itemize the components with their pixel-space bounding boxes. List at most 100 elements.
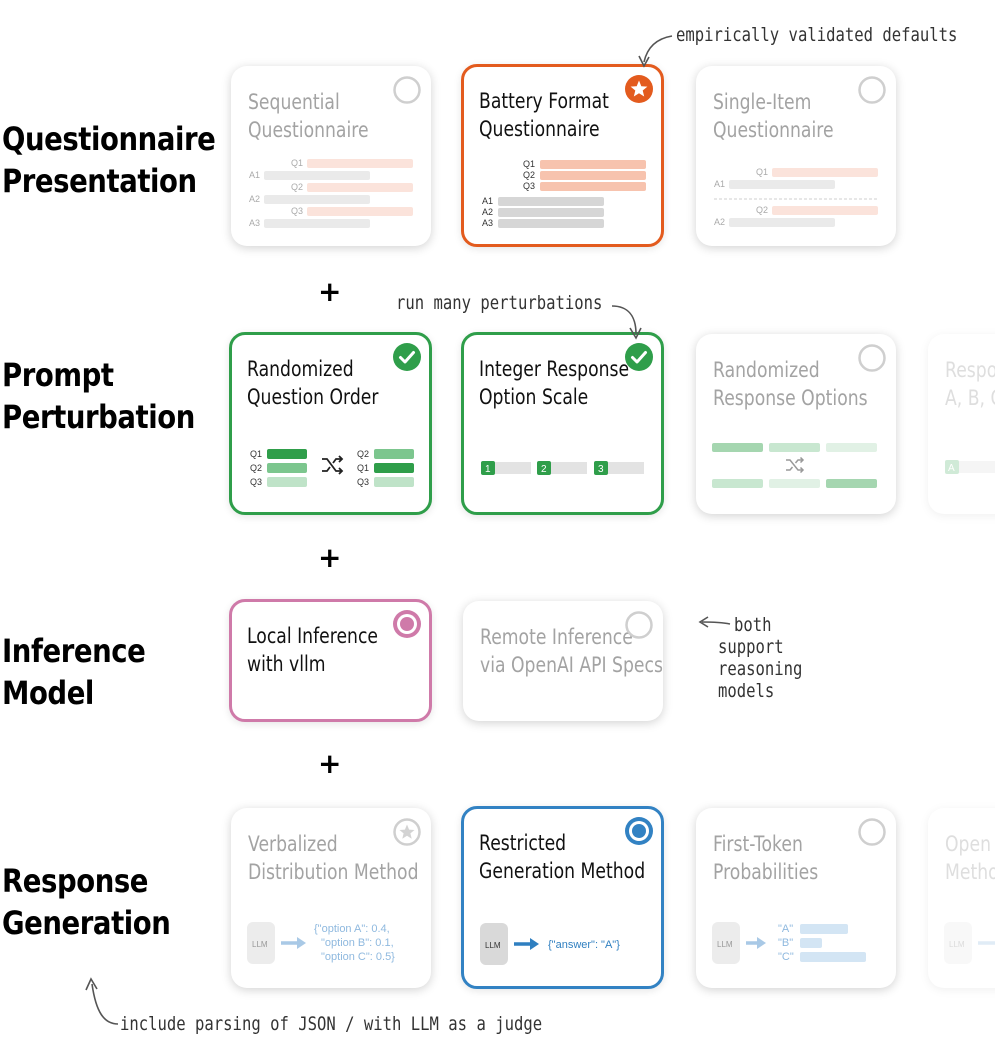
response-letters-mini-graphic: A: [945, 460, 995, 474]
battery-mini-graphic: Q1 Q2 Q3 A1 A2 A3: [482, 159, 646, 228]
sequential-mini-graphic: Q1 A1 Q2 A2 Q3 A3: [249, 158, 413, 228]
mini-label: "C": [778, 951, 794, 963]
star-icon[interactable]: [625, 75, 653, 103]
single-item-mini-graphic: Q1 A1 Q2 A2: [714, 167, 878, 227]
radio-empty-icon[interactable]: [625, 611, 653, 639]
shuffle-icon: [322, 455, 344, 475]
mini-label: 2: [541, 464, 547, 475]
mini-label: Q2: [756, 205, 768, 215]
mini-label: "option B": 0.1,: [321, 937, 394, 949]
mini-label: Q1: [291, 158, 303, 168]
mini-label: "A": [778, 923, 793, 935]
open-method-mini-graphic: LLM: [944, 922, 995, 964]
annotation-defaults: empirically validated defaults: [676, 24, 958, 46]
mini-label: "B": [778, 937, 793, 949]
mini-label: Q1: [250, 449, 262, 459]
mini-label: "option C": 0.5}: [321, 951, 395, 963]
mini-label: A1: [249, 170, 260, 180]
mini-label: A2: [714, 217, 725, 227]
radio-empty-icon[interactable]: [393, 76, 421, 104]
arrow-icon: [611, 305, 642, 340]
radio-selected-icon[interactable]: [625, 817, 653, 845]
mini-label: Q2: [523, 170, 535, 180]
mini-label: Q1: [523, 159, 535, 169]
check-icon[interactable]: [625, 343, 653, 371]
mini-label: A2: [249, 194, 260, 204]
mini-label: Q3: [291, 206, 303, 216]
mini-label: Q1: [756, 167, 768, 177]
arrow-icon: [85, 977, 119, 1025]
annotation-reasoning: both: [734, 614, 772, 636]
mini-label: 3: [598, 464, 604, 475]
annotation-reasoning: support reasoning models: [718, 636, 803, 702]
randomized-order-mini-graphic: Q1 Q2 Q3 Q2 Q1 Q3: [250, 449, 414, 487]
radio-empty-icon[interactable]: [858, 818, 886, 846]
arrow-icon: [698, 616, 731, 628]
mini-label: Q2: [357, 449, 369, 459]
mini-label: Q2: [250, 463, 262, 473]
mini-label: A2: [482, 207, 493, 217]
restricted-mini-graphic: LLM {"answer": "A"}: [480, 923, 620, 965]
check-icon[interactable]: [393, 343, 421, 371]
first-token-mini-graphic: LLM "A" "B" "C": [712, 922, 866, 964]
randomized-options-mini-graphic: [712, 443, 877, 488]
plus-sign: +: [318, 275, 342, 308]
radio-empty-icon[interactable]: [858, 76, 886, 104]
mini-label: A: [948, 463, 955, 474]
arrow-icon: [638, 35, 673, 68]
mini-label: Q3: [357, 477, 369, 487]
mini-label: {"option A": 0.4,: [314, 923, 390, 935]
annotation-parsing: include parsing of JSON / with LLM as a …: [120, 1013, 543, 1035]
star-outline-icon[interactable]: [393, 818, 421, 846]
mini-label: Q2: [291, 182, 303, 192]
mini-label: A3: [482, 218, 493, 228]
mini-label: A1: [714, 179, 725, 189]
mini-label: LLM: [717, 940, 733, 949]
mini-label: {"answer": "A"}: [548, 939, 620, 951]
mini-label: A1: [482, 196, 493, 206]
mini-label: A3: [249, 218, 260, 228]
mini-label: Q3: [523, 181, 535, 191]
radio-selected-icon[interactable]: [393, 610, 421, 638]
annotation-perturbations: run many perturbations: [396, 292, 603, 314]
shuffle-icon: [786, 456, 805, 474]
mini-label: LLM: [949, 940, 965, 949]
plus-sign: +: [318, 541, 342, 574]
verbalized-mini-graphic: LLM {"option A": 0.4, "option B": 0.1, "…: [247, 922, 395, 964]
mini-label: 1: [485, 464, 491, 475]
mini-label: LLM: [485, 941, 501, 950]
plus-sign: +: [318, 747, 342, 780]
integer-scale-mini-graphic: 1 2 3: [481, 461, 644, 475]
radio-empty-icon[interactable]: [858, 344, 886, 372]
